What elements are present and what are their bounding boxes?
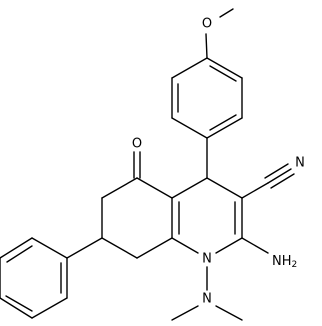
methoxy-group — [205, 8, 234, 59]
dihydropyridine-ring — [171, 177, 243, 254]
bond-c3-cn — [241, 182, 269, 199]
bond-c5-c6 — [101, 177, 138, 199]
ring-inner-bond — [6, 245, 33, 263]
bond-methyl-o — [219, 8, 234, 18]
ring-bond — [0, 237, 33, 259]
nitrile-group — [241, 163, 295, 199]
ketone-group — [133, 151, 141, 179]
bond-c2-nh2 — [241, 237, 269, 254]
ring-bond — [206, 57, 243, 79]
bond-n-methyl-left — [171, 305, 199, 321]
ring-inner-bond — [5, 295, 33, 312]
dimethylamino-nitrogen-label: N — [202, 292, 212, 307]
methoxy-oxygen-label: O — [202, 17, 212, 32]
ring-bond — [0, 297, 33, 319]
methoxyphenyl-ring — [171, 57, 243, 139]
triple-bond-line — [270, 173, 295, 189]
triple-bond-line — [264, 163, 289, 179]
bond-c7-phenyl — [66, 237, 103, 259]
nitrile-nitrogen-label: N — [295, 156, 305, 171]
bond-c4-c3 — [206, 177, 243, 199]
bond-n-methyl-right — [215, 305, 243, 321]
bond-c7-c8 — [101, 237, 138, 259]
amine-subscript: 2 — [292, 260, 298, 270]
triple-bond-line — [267, 168, 292, 184]
cyclohexanone-ring — [101, 177, 173, 259]
ring-bond — [206, 117, 243, 139]
bond-c4a-c4 — [171, 177, 208, 199]
bond-n1-c8a — [171, 237, 199, 254]
ring-bond — [31, 237, 68, 259]
ring-bond — [31, 297, 68, 319]
ring-inner-bond — [209, 114, 237, 131]
bond-c2-n1 — [215, 237, 243, 254]
amine-text: NH — [272, 254, 292, 269]
dimethylamino-group — [171, 266, 243, 321]
ring-inner-bond — [209, 65, 237, 82]
ring-nitrogen-label: N — [202, 252, 212, 267]
ring-bond — [171, 57, 208, 79]
ring-bond — [171, 117, 208, 139]
bond-o-aryl — [205, 33, 208, 59]
ketone-oxygen-label: O — [132, 137, 142, 152]
bond-c4a-c5 — [136, 177, 173, 199]
bond-c8-c8a — [136, 237, 173, 259]
phenyl-ring — [0, 237, 68, 319]
amine-label: NH2 — [272, 254, 297, 271]
